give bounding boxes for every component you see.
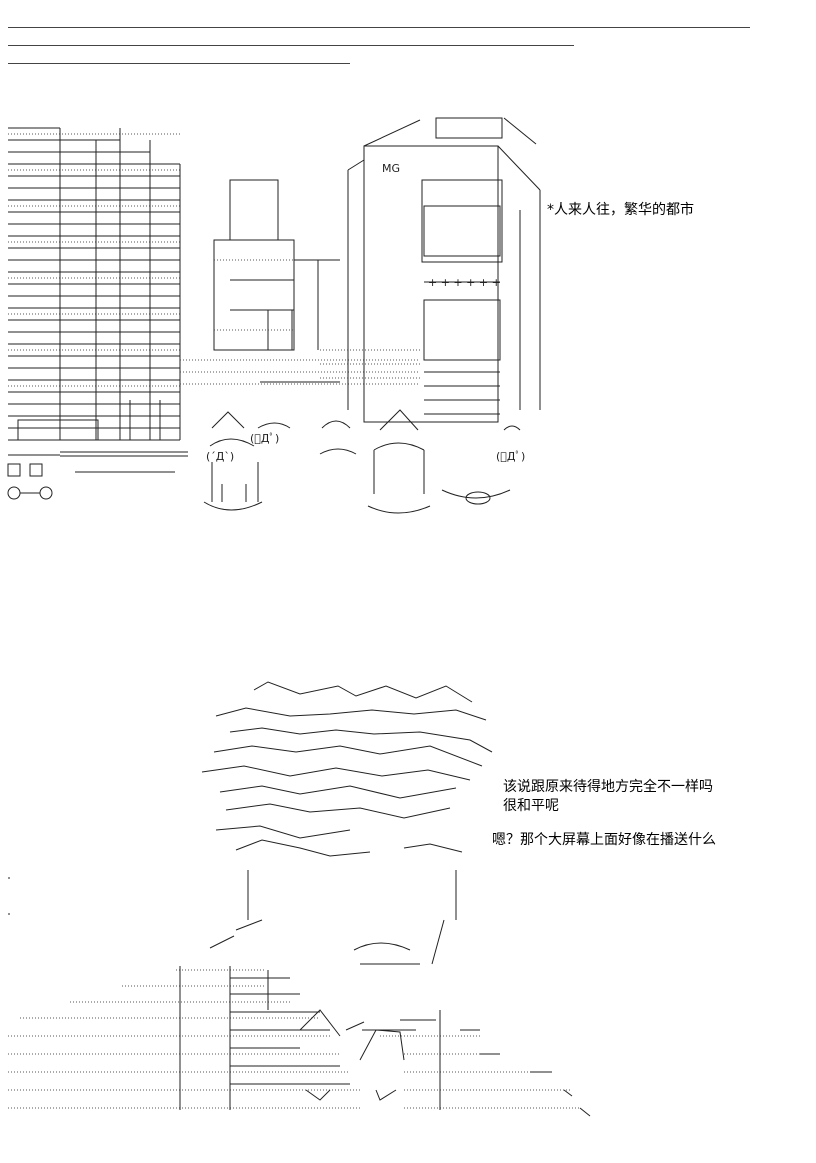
- crowd-face-right: (ﾟДﾟ): [496, 450, 525, 463]
- middle-buildings: [180, 179, 420, 385]
- character-hair: [201, 681, 493, 839]
- speech-line-1: 该说跟原来待得地方完全不一样吗: [503, 779, 713, 795]
- tower-sign: MG: [382, 162, 400, 175]
- city-scene-art: MG + + + + + + (´Д`) (ﾟДﾟ) (ﾟД: [7, 117, 541, 514]
- character-scene-art: [8, 681, 591, 1117]
- character-body: [8, 966, 591, 1117]
- speech-line-3: 嗯？那个大屏幕上面好像在播送什么: [492, 832, 716, 848]
- crowd: (´Д`) (ﾟДﾟ) (ﾟДﾟ): [203, 409, 525, 514]
- road-bus: [7, 451, 188, 500]
- top-rule-2: [8, 45, 574, 46]
- edge-markers: [8, 877, 10, 915]
- top-rule-3: [8, 63, 350, 64]
- left-building: [8, 127, 181, 441]
- crowd-face-mid: (ﾟДﾟ): [250, 432, 279, 445]
- tower-screen-row: + + + + + +: [428, 276, 501, 289]
- city-caption: *人来人往，繁华的都市: [547, 202, 694, 218]
- speech-line-2: 很和平呢: [503, 798, 559, 814]
- crowd-face-left: (´Д`): [206, 450, 234, 463]
- right-tower: MG + + + + + +: [320, 117, 541, 423]
- top-rule-1: [8, 27, 750, 28]
- character-face: [209, 839, 463, 965]
